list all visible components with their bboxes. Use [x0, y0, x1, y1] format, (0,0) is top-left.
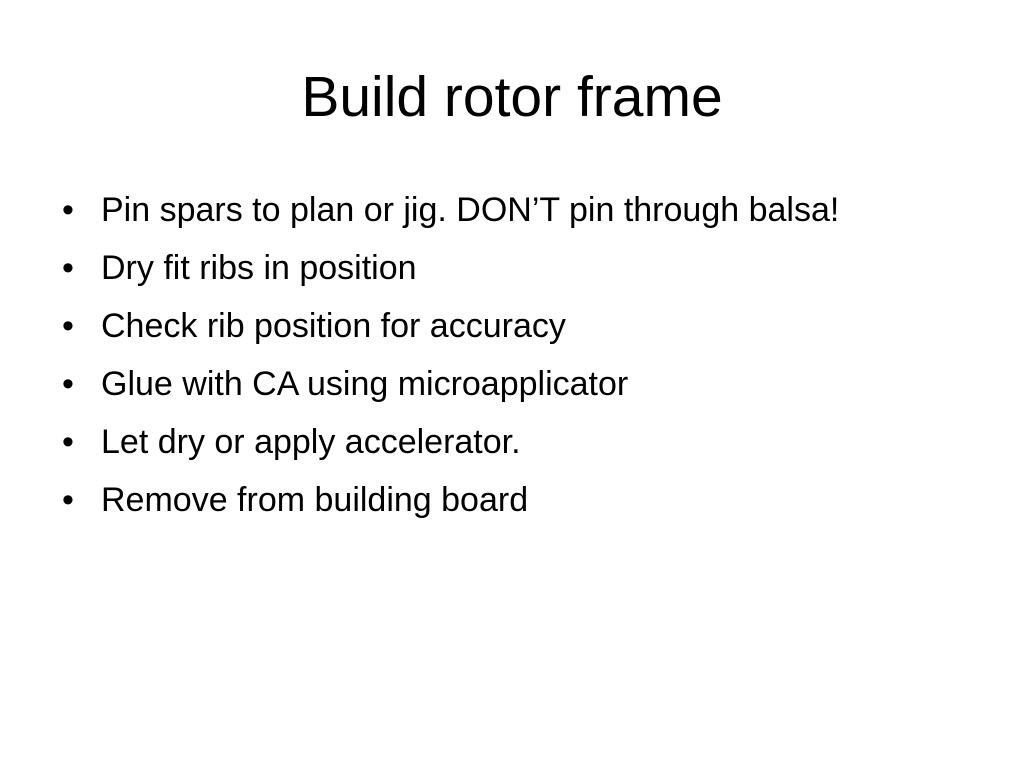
bullet-icon: •	[62, 481, 74, 519]
bullet-item: • Pin spars to plan or jig. DON’T pin th…	[62, 188, 942, 232]
bullet-item: • Dry fit ribs in position	[62, 246, 942, 290]
bullet-icon: •	[62, 191, 74, 229]
bullet-item: • Remove from building board	[62, 478, 942, 522]
bullet-list: • Pin spars to plan or jig. DON’T pin th…	[62, 188, 942, 536]
bullet-text: Dry fit ribs in position	[101, 249, 417, 287]
bullet-icon: •	[62, 423, 74, 461]
bullet-item: • Glue with CA using microapplicator	[62, 362, 942, 406]
bullet-text: Glue with CA using microapplicator	[101, 365, 629, 403]
bullet-text: Let dry or apply accelerator.	[101, 423, 521, 461]
bullet-item: • Let dry or apply accelerator.	[62, 420, 942, 464]
bullet-text: Remove from building board	[101, 481, 529, 519]
bullet-icon: •	[62, 307, 74, 345]
bullet-item: • Check rib position for accuracy	[62, 304, 942, 348]
bullet-icon: •	[62, 365, 74, 403]
bullet-icon: •	[62, 249, 74, 287]
bullet-text: Pin spars to plan or jig. DON’T pin thro…	[101, 191, 840, 229]
slide-title: Build rotor frame	[301, 65, 723, 129]
bullet-text: Check rib position for accuracy	[101, 307, 566, 345]
